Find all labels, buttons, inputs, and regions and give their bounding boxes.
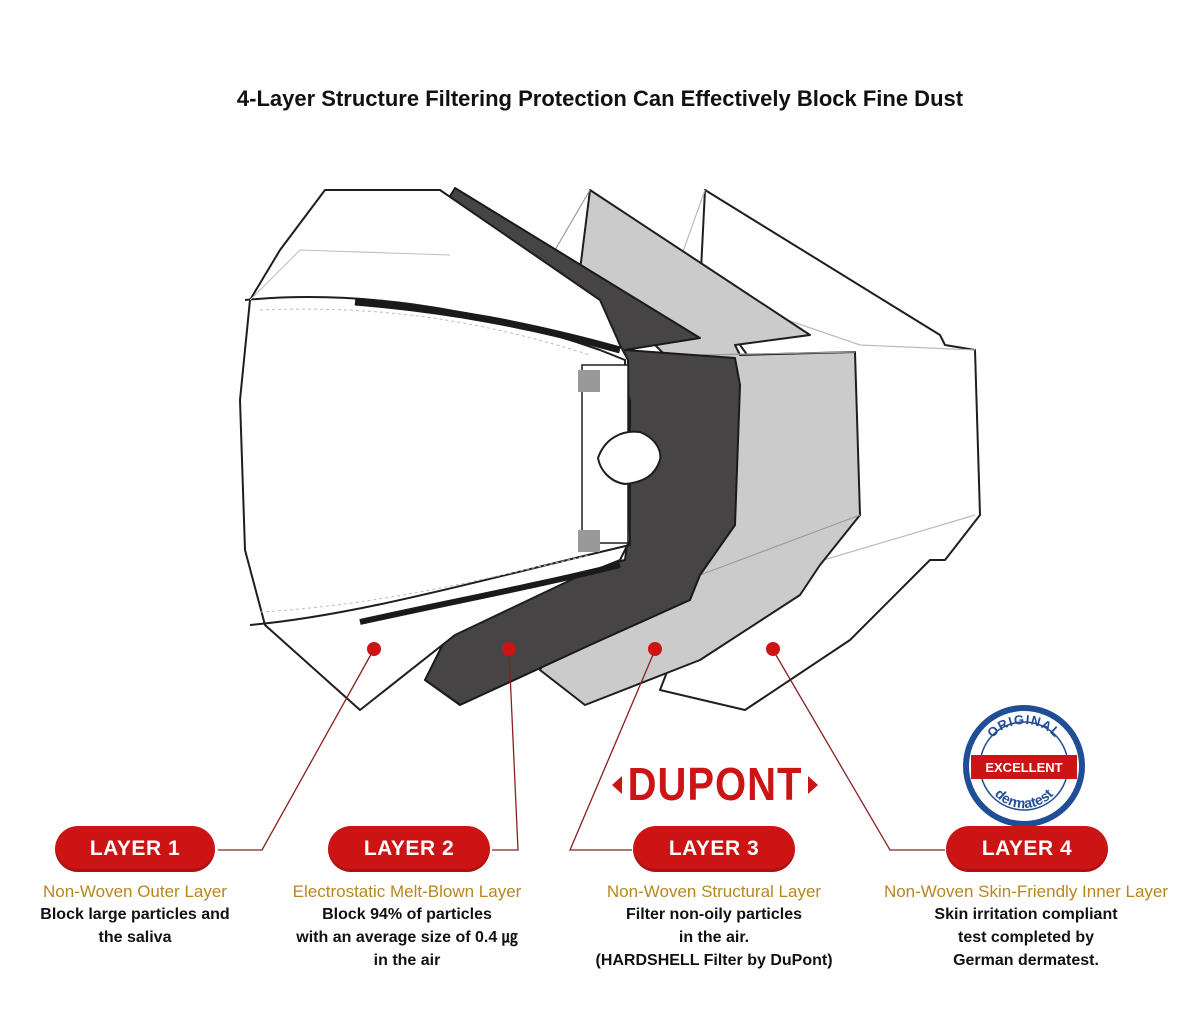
layer-3-name: Non-Woven Structural Layer	[606, 882, 822, 901]
layer-1-dot	[367, 642, 381, 656]
layer-3-caption: Non-Woven Structural Layer Filter non-oi…	[564, 881, 864, 972]
layer-2-sheet	[424, 187, 741, 706]
layer-3-pill: LAYER 3	[633, 826, 795, 872]
layer-4-description: Skin irritation compliant test completed…	[934, 906, 1118, 969]
clip-square-top	[578, 370, 600, 392]
layer-1-name: Non-Woven Outer Layer	[43, 882, 227, 901]
dupont-left-arrow-icon	[611, 776, 622, 794]
dermatest-seal: ORIGINAL EXCELLENT dermatest	[963, 705, 1085, 827]
dupont-logo: DUPONT	[611, 759, 819, 810]
layer-2-name: Electrostatic Melt-Blown Layer	[292, 882, 522, 901]
layer-1-sheet	[239, 189, 662, 711]
layer-1-pill: LAYER 1	[55, 826, 215, 872]
leader-line-3	[569, 649, 656, 851]
leader-line-2	[492, 649, 519, 851]
layer-1-description: Block large particles and the saliva	[40, 906, 230, 946]
leader-line-1	[218, 648, 375, 851]
layer-4-pill: LAYER 4	[946, 826, 1108, 872]
layer-4-caption: Non-Woven Skin-Friendly Inner Layer Skin…	[876, 881, 1176, 972]
seal-badge-text: EXCELLENT	[985, 760, 1062, 775]
leader-line-4	[772, 649, 945, 851]
layer-2-caption: Electrostatic Melt-Blown Layer Block 94%…	[257, 881, 557, 972]
clip-square-bottom	[578, 530, 600, 552]
layer-4-dot	[766, 642, 780, 656]
layer-1-caption: Non-Woven Outer Layer Block large partic…	[0, 881, 285, 949]
layer-3-dot	[648, 642, 662, 656]
leader-lines	[218, 648, 945, 851]
layer-2-pill: LAYER 2	[328, 826, 490, 872]
layer-2-dot	[502, 642, 516, 656]
dupont-right-arrow-icon	[808, 776, 819, 794]
page-title: 4-Layer Structure Filtering Protection C…	[236, 86, 964, 111]
valve-shape	[596, 430, 662, 486]
layer-3-description: Filter non-oily particles in the air. (H…	[595, 906, 833, 969]
layer-2-description: Block 94% of particles with an average s…	[296, 906, 518, 969]
layer-4-name: Non-Woven Skin-Friendly Inner Layer	[883, 882, 1169, 901]
